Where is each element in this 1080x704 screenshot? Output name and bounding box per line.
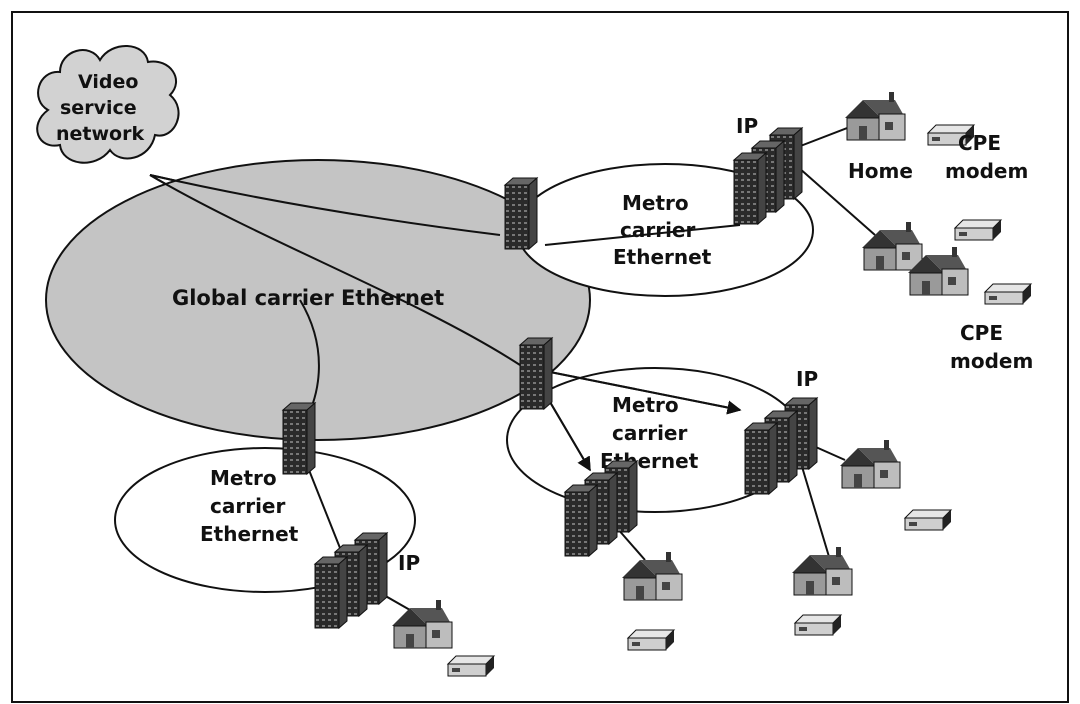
ip-label-right: IP (796, 367, 818, 391)
svg-text:Metro: Metro (622, 191, 689, 215)
router-tower-center (519, 337, 553, 410)
cpe-modem-icon-5 (794, 614, 842, 636)
global-carrier-ethernet-label: Global carrier Ethernet (172, 286, 444, 310)
home-house-icon-1 (844, 91, 906, 141)
svg-text:Metro: Metro (612, 393, 679, 417)
home-house-icon-5 (791, 546, 853, 596)
modem-label-right: modem (950, 349, 1033, 373)
router-tower-left (282, 402, 316, 475)
cpe-modem-icon-6 (627, 629, 675, 651)
modem-label-top: modem (945, 159, 1028, 183)
router-tower-top (504, 177, 538, 250)
home-house-icon-4 (839, 439, 901, 489)
home-house-icon-6 (621, 551, 683, 601)
svg-text:Ethernet: Ethernet (613, 245, 712, 269)
video-service-cloud: Video service network (36, 45, 180, 164)
video-service-label-line2: service (60, 97, 137, 119)
cpe-modem-icon-4 (904, 509, 952, 531)
ip-label-top: IP (736, 114, 758, 138)
home-label: Home (848, 159, 913, 183)
cpe-label-top: CPE (958, 131, 1001, 155)
home-house-icon-2 (861, 221, 923, 271)
svg-text:Metro: Metro (210, 466, 277, 490)
metro-left-label: Metro carrier Ethernet (200, 466, 299, 546)
cpe-modem-icon-7 (447, 655, 495, 677)
video-service-label-line1: Video (78, 71, 138, 93)
ip-label-left: IP (398, 551, 420, 575)
svg-text:carrier: carrier (620, 218, 695, 242)
svg-text:Ethernet: Ethernet (200, 522, 299, 546)
cpe-modem-icon-2 (954, 219, 1002, 241)
video-service-label-line3: network (56, 123, 144, 145)
svg-text:carrier: carrier (612, 421, 687, 445)
cpe-modem-icon-3 (984, 283, 1032, 305)
metro-top-label: Metro carrier Ethernet (613, 191, 712, 269)
svg-text:carrier: carrier (210, 494, 285, 518)
home-house-icon-7 (391, 599, 453, 649)
metro-right-label: Metro carrier Ethernet (600, 393, 699, 473)
ip-cluster-center (564, 460, 638, 557)
cpe-label-right: CPE (960, 321, 1003, 345)
frame-border (11, 11, 1069, 703)
